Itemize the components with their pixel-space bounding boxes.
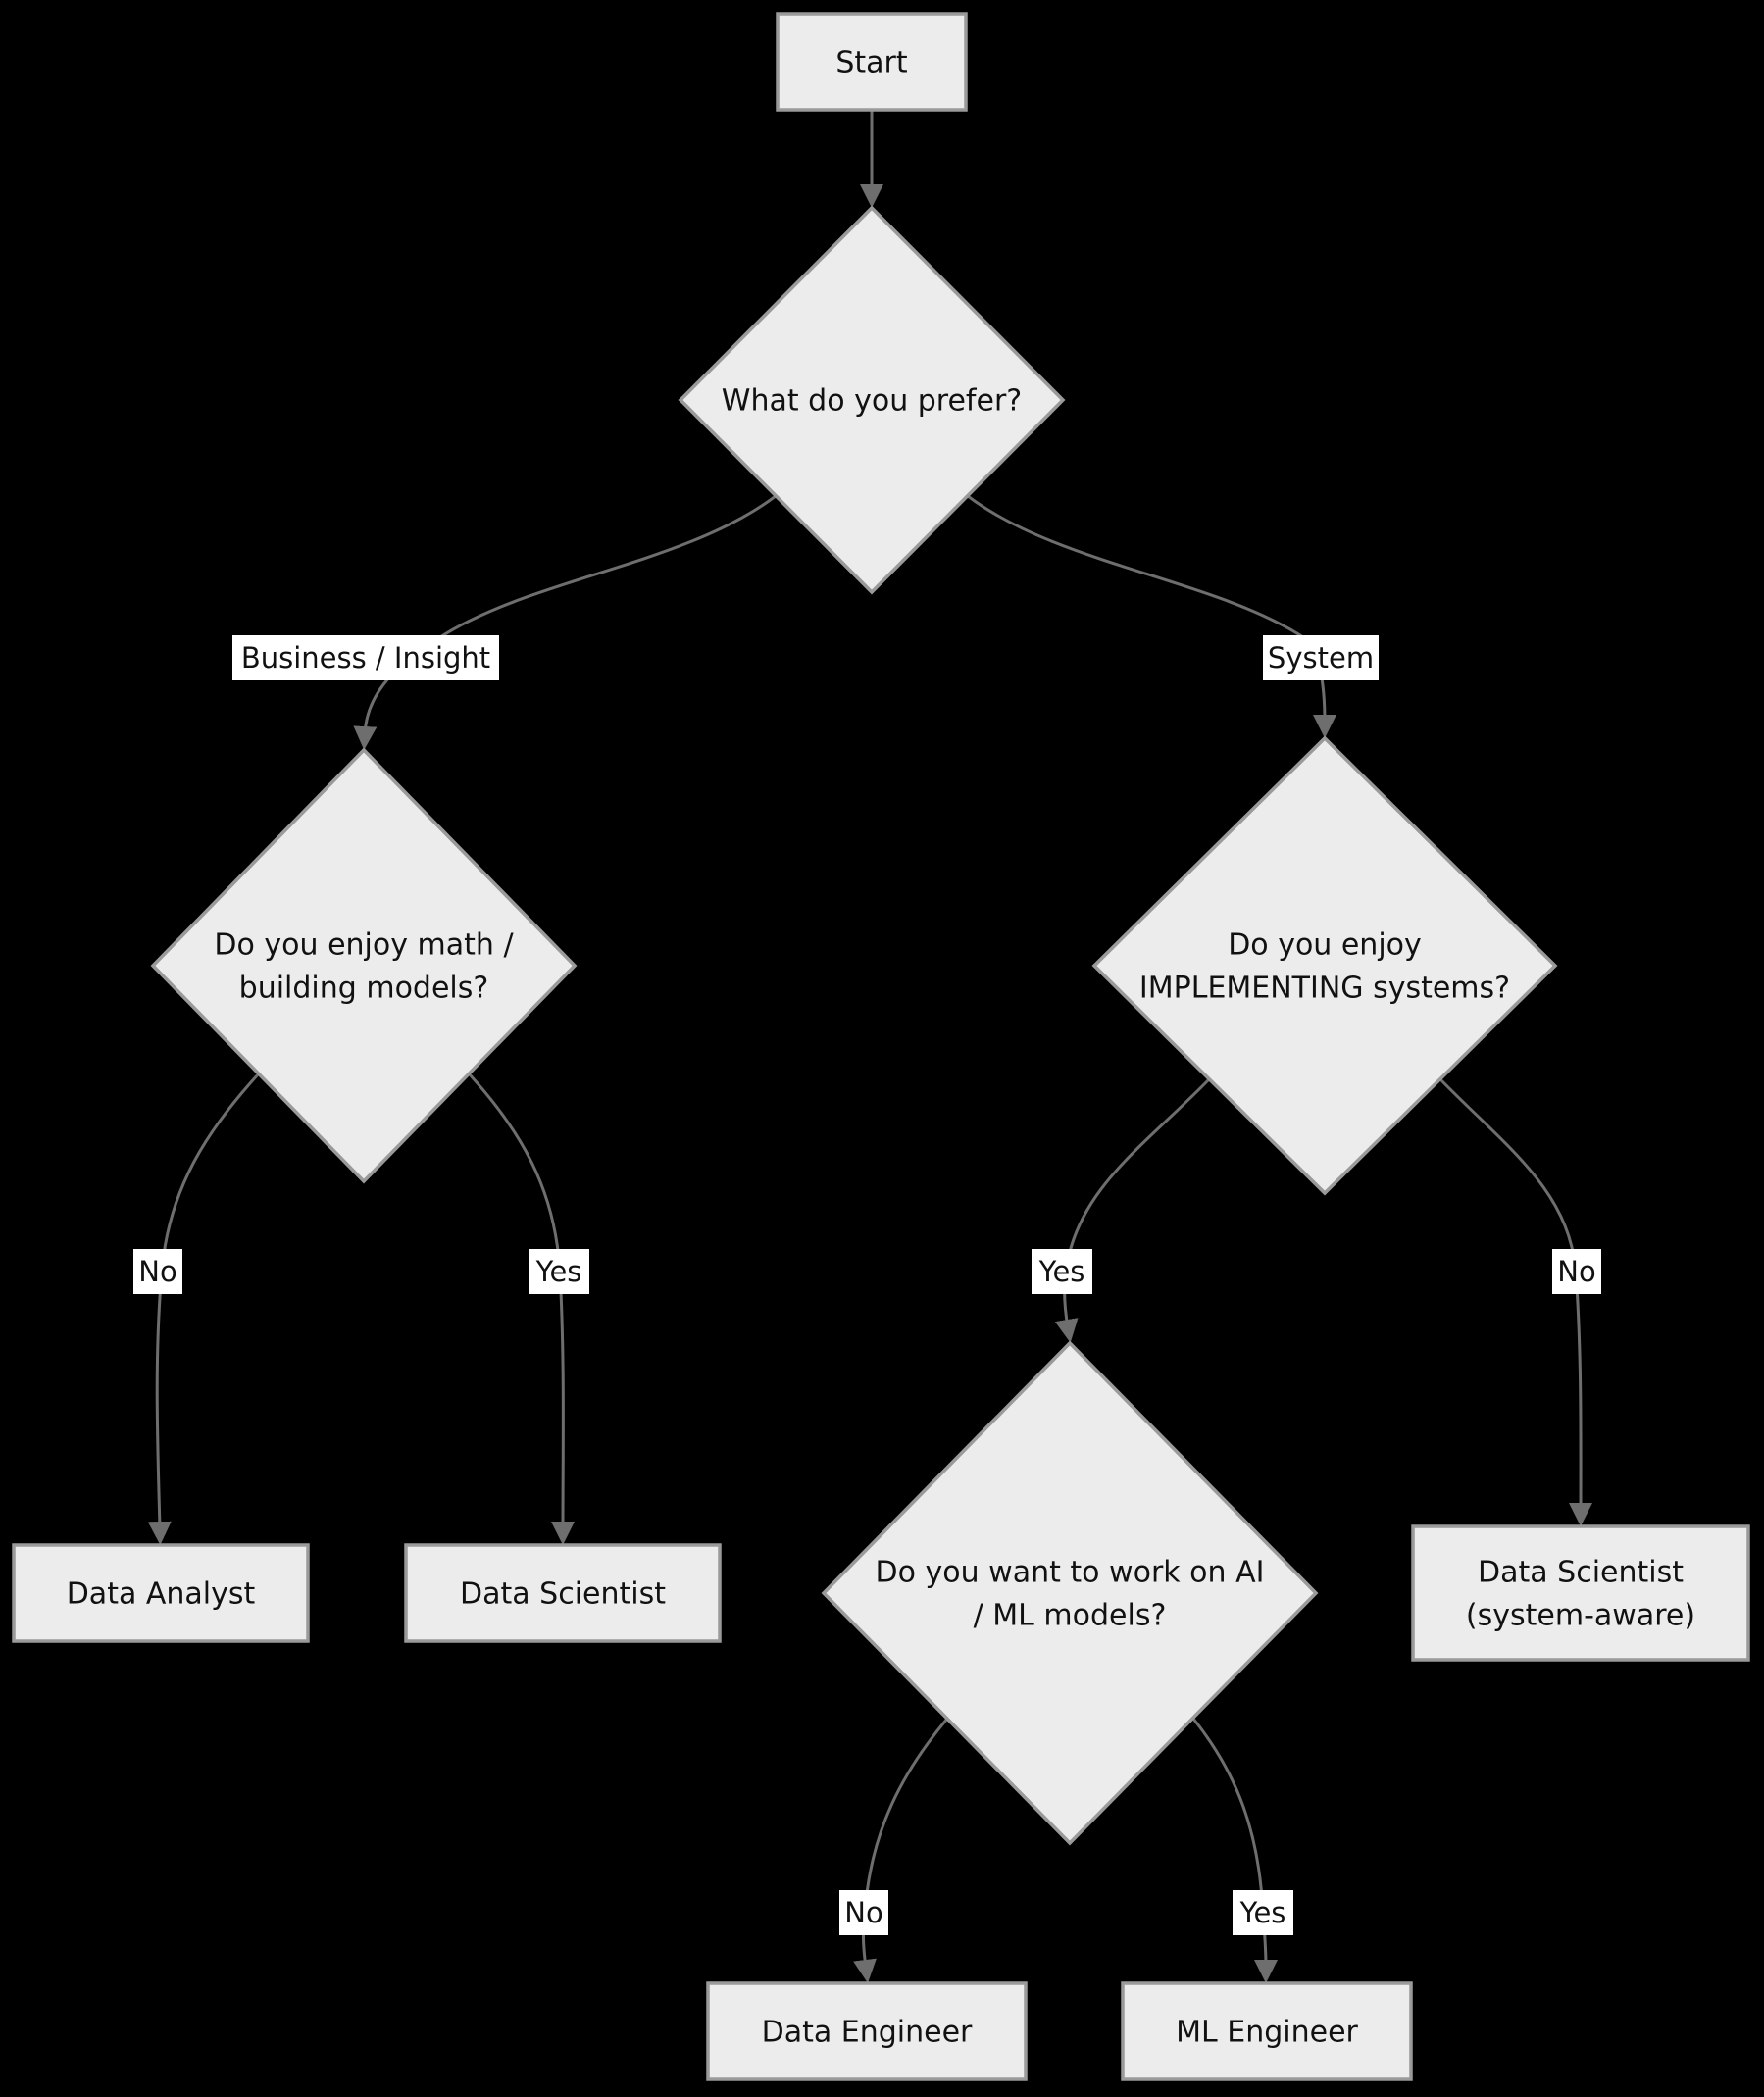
decision-work-on-aiml-shape: [821, 1340, 1319, 1846]
node-start-shape: [776, 12, 968, 112]
edge-label-bg: [529, 1249, 589, 1294]
decision-work-on-aiml-label-line1: Do you want to work on AI: [876, 1556, 1265, 1590]
decision-enjoy-math-label-line2: building models?: [239, 972, 489, 1006]
decision-enjoy-math: Do you enjoy math / building models?: [150, 747, 578, 1184]
edge-label-text: No: [138, 1255, 176, 1288]
edge-label-bg: [839, 1890, 888, 1935]
edge-implementing-to-ds-system-aware: [1438, 1077, 1593, 1526]
edge-label-bg: [1032, 1249, 1092, 1294]
decision-enjoy-implementing-label-line2: IMPLEMENTING systems?: [1139, 972, 1510, 1006]
nodes: Start What do you prefer? Do you enjoy m…: [12, 12, 1750, 2081]
edge-label-bg: [1233, 1890, 1293, 1935]
node-data-scientist-system-aware: Data Scientist (system-aware): [1411, 1524, 1750, 1662]
node-data-analyst-label: Data Analyst: [67, 1577, 256, 1612]
decision-work-on-aiml: Do you want to work on AI / ML models?: [821, 1340, 1319, 1846]
node-data-scientist-system-aware-label-line2: (system-aware): [1466, 1599, 1695, 1633]
edge-label-text: Yes: [1239, 1896, 1286, 1929]
decision-enjoy-implementing-shape: [1091, 735, 1558, 1196]
edge-aiml-to-ml-engineer: [1191, 1718, 1278, 1983]
edge-label-math-yes: Yes: [529, 1249, 589, 1294]
edge-aiml-to-data-engineer: [853, 1718, 949, 1983]
node-data-scientist-system-aware-shape: [1411, 1524, 1750, 1662]
decision-enjoy-implementing-label-line1: Do you enjoy: [1228, 928, 1422, 963]
node-ml-engineer-shape: [1121, 1981, 1413, 2081]
edge-label-text: System: [1268, 641, 1374, 674]
edge-label-impl-yes: Yes: [1032, 1249, 1092, 1294]
edge-label-text: Yes: [1038, 1255, 1085, 1288]
node-data-engineer-label: Data Engineer: [762, 2016, 973, 2050]
decision-what-do-you-prefer-label: What do you prefer?: [722, 384, 1022, 419]
node-data-scientist-shape: [404, 1543, 722, 1643]
decision-what-do-you-prefer: What do you prefer?: [678, 205, 1066, 595]
node-data-engineer: Data Engineer: [706, 1981, 1028, 2081]
edge-labels: Business / Insight System No Yes Yes No …: [133, 635, 1601, 1935]
edge-prefer-to-implementing: [967, 494, 1336, 738]
decision-work-on-aiml-label-line2: / ML models?: [974, 1599, 1167, 1633]
node-data-scientist-label: Data Scientist: [460, 1577, 666, 1612]
edge-label-aiml-yes: Yes: [1233, 1890, 1293, 1935]
node-data-scientist-system-aware-label-line1: Data Scientist: [1478, 1556, 1684, 1590]
edge-label-system: System: [1263, 635, 1379, 680]
edge-label-text: Yes: [535, 1255, 582, 1288]
edge-prefer-to-math: [353, 494, 777, 750]
node-data-analyst: Data Analyst: [12, 1543, 310, 1643]
edge-implementing-to-aiml: [1054, 1077, 1211, 1343]
edge-label-text: Business / Insight: [241, 641, 490, 674]
node-data-analyst-shape: [12, 1543, 310, 1643]
node-data-engineer-shape: [706, 1981, 1028, 2081]
edge-label-bg: [1552, 1249, 1601, 1294]
node-data-scientist: Data Scientist: [404, 1543, 722, 1643]
edge-label-bg: [1263, 635, 1379, 680]
node-ml-engineer-label: ML Engineer: [1176, 2016, 1358, 2050]
node-start: Start: [776, 12, 968, 112]
decision-what-do-you-prefer-shape: [678, 205, 1066, 595]
edge-label-impl-no: No: [1552, 1249, 1601, 1294]
decision-enjoy-implementing: Do you enjoy IMPLEMENTING systems?: [1091, 735, 1558, 1196]
edge-math-to-data-analyst: [147, 1072, 261, 1545]
node-ml-engineer: ML Engineer: [1121, 1981, 1413, 2081]
edge-label-math-no: No: [133, 1249, 182, 1294]
edge-label-bg: [133, 1249, 182, 1294]
decision-enjoy-math-shape: [150, 747, 578, 1184]
edge-label-text: No: [1557, 1255, 1595, 1288]
edge-label-business-insight: Business / Insight: [232, 635, 499, 680]
edge-label-aiml-no: No: [839, 1890, 888, 1935]
edge-label-bg: [232, 635, 499, 680]
edge-label-text: No: [844, 1896, 882, 1929]
decision-enjoy-math-label-line1: Do you enjoy math /: [214, 928, 514, 963]
node-start-label: Start: [835, 46, 908, 80]
edge-math-to-data-scientist: [467, 1072, 576, 1545]
